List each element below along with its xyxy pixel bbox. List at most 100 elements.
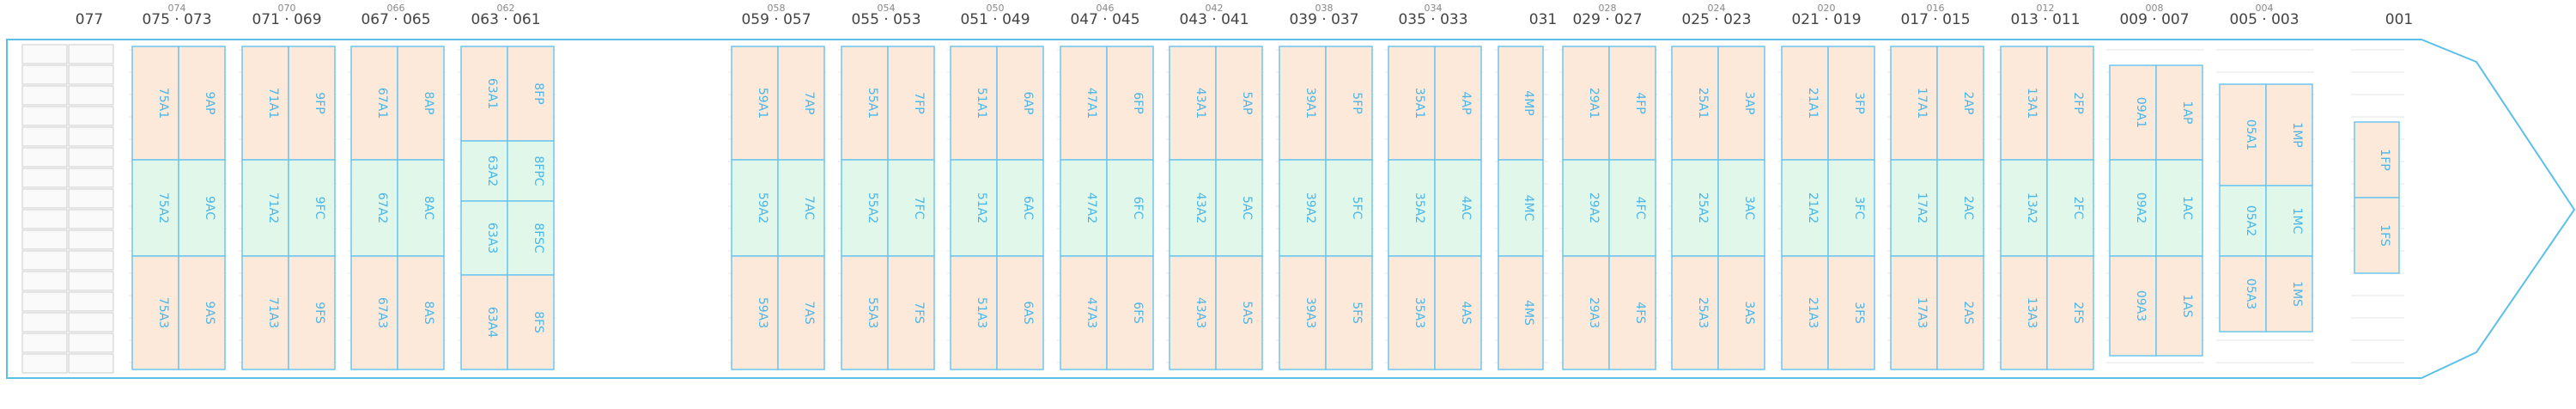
- stowage-slot[interactable]: [1562, 159, 1610, 257]
- stowage-slot[interactable]: [731, 46, 779, 161]
- stowage-slot[interactable]: [2265, 185, 2313, 257]
- stowage-slot[interactable]: [1215, 159, 1263, 257]
- stowage-slot[interactable]: [1169, 159, 1217, 257]
- stowage-slot[interactable]: [1279, 255, 1327, 370]
- stowage-slot[interactable]: [731, 255, 779, 370]
- stowage-slot[interactable]: [1936, 159, 1984, 257]
- stowage-slot[interactable]: [507, 200, 555, 276]
- stowage-slot[interactable]: [2046, 255, 2094, 370]
- stowage-slot[interactable]: [996, 159, 1044, 257]
- stowage-slot[interactable]: [996, 255, 1044, 370]
- stowage-slot[interactable]: [1106, 46, 1154, 161]
- stowage-slot[interactable]: [178, 255, 226, 370]
- stowage-slot[interactable]: [1608, 159, 1656, 257]
- stowage-slot[interactable]: [2219, 255, 2267, 333]
- stowage-slot[interactable]: [2109, 64, 2157, 161]
- stowage-slot[interactable]: [841, 159, 889, 257]
- stowage-slot[interactable]: [2109, 255, 2157, 357]
- stowage-slot[interactable]: [1325, 255, 1373, 370]
- stowage-slot[interactable]: [507, 274, 555, 370]
- stowage-slot[interactable]: [1827, 46, 1875, 161]
- stowage-slot[interactable]: [1781, 46, 1829, 161]
- stowage-slot[interactable]: [397, 159, 445, 257]
- stowage-slot[interactable]: [1936, 46, 1984, 161]
- stowage-slot[interactable]: [996, 46, 1044, 161]
- stowage-slot[interactable]: [350, 46, 398, 161]
- stowage-slot[interactable]: [2046, 159, 2094, 257]
- stowage-slot[interactable]: [1717, 255, 1765, 370]
- stowage-slot[interactable]: [1781, 159, 1829, 257]
- stowage-slot[interactable]: [1608, 255, 1656, 370]
- stowage-slot[interactable]: [1388, 46, 1436, 161]
- stowage-slot[interactable]: [1388, 159, 1436, 257]
- stowage-slot[interactable]: [1890, 255, 1938, 370]
- stowage-slot[interactable]: [1434, 255, 1482, 370]
- stowage-slot[interactable]: [777, 159, 825, 257]
- stowage-slot[interactable]: [1434, 46, 1482, 161]
- stowage-slot[interactable]: [887, 159, 935, 257]
- stowage-slot[interactable]: [1498, 159, 1544, 257]
- stowage-slot[interactable]: [1434, 159, 1482, 257]
- stowage-slot[interactable]: [178, 159, 226, 257]
- stowage-slot[interactable]: [1060, 46, 1108, 161]
- stowage-slot[interactable]: [950, 159, 998, 257]
- stowage-slot[interactable]: [1169, 46, 1217, 161]
- stowage-slot[interactable]: [2354, 121, 2400, 198]
- stowage-slot[interactable]: [1671, 159, 1719, 257]
- stowage-slot[interactable]: [288, 159, 336, 257]
- stowage-slot[interactable]: [2109, 159, 2157, 257]
- stowage-slot[interactable]: [1498, 46, 1544, 161]
- stowage-slot[interactable]: [1388, 255, 1436, 370]
- stowage-slot[interactable]: [1562, 46, 1610, 161]
- stowage-slot[interactable]: [131, 255, 179, 370]
- stowage-slot[interactable]: [841, 255, 889, 370]
- stowage-slot[interactable]: [1827, 255, 1875, 370]
- stowage-slot[interactable]: [1936, 255, 1984, 370]
- stowage-slot[interactable]: [1827, 159, 1875, 257]
- stowage-slot[interactable]: [1106, 255, 1154, 370]
- stowage-slot[interactable]: [841, 46, 889, 161]
- stowage-slot[interactable]: [1060, 255, 1108, 370]
- stowage-slot[interactable]: [1608, 46, 1656, 161]
- stowage-slot[interactable]: [950, 46, 998, 161]
- stowage-slot[interactable]: [1215, 46, 1263, 161]
- stowage-slot[interactable]: [2219, 83, 2267, 186]
- stowage-slot[interactable]: [288, 46, 336, 161]
- stowage-slot[interactable]: [1498, 255, 1544, 370]
- stowage-slot[interactable]: [887, 46, 935, 161]
- stowage-slot[interactable]: [2000, 255, 2048, 370]
- stowage-slot[interactable]: [1279, 46, 1327, 161]
- stowage-slot[interactable]: [1717, 46, 1765, 161]
- stowage-slot[interactable]: [1106, 159, 1154, 257]
- stowage-slot[interactable]: [2046, 46, 2094, 161]
- stowage-slot[interactable]: [1325, 159, 1373, 257]
- stowage-slot[interactable]: [2000, 159, 2048, 257]
- stowage-slot[interactable]: [460, 46, 508, 142]
- stowage-slot[interactable]: [1671, 255, 1719, 370]
- stowage-slot[interactable]: [777, 255, 825, 370]
- stowage-slot[interactable]: [131, 159, 179, 257]
- stowage-slot[interactable]: [887, 255, 935, 370]
- stowage-slot[interactable]: [2354, 197, 2400, 274]
- stowage-slot[interactable]: [397, 46, 445, 161]
- stowage-slot[interactable]: [1671, 46, 1719, 161]
- stowage-slot[interactable]: [1717, 159, 1765, 257]
- stowage-slot[interactable]: [397, 255, 445, 370]
- stowage-slot[interactable]: [950, 255, 998, 370]
- stowage-slot[interactable]: [241, 255, 289, 370]
- stowage-slot[interactable]: [2265, 83, 2313, 186]
- stowage-slot[interactable]: [1215, 255, 1263, 370]
- stowage-slot[interactable]: [2155, 64, 2203, 161]
- stowage-slot[interactable]: [1325, 46, 1373, 161]
- stowage-slot[interactable]: [460, 140, 508, 202]
- stowage-slot[interactable]: [178, 46, 226, 161]
- stowage-slot[interactable]: [1890, 159, 1938, 257]
- stowage-slot[interactable]: [2265, 255, 2313, 333]
- stowage-slot[interactable]: [241, 159, 289, 257]
- stowage-slot[interactable]: [350, 255, 398, 370]
- stowage-slot[interactable]: [460, 200, 508, 276]
- stowage-slot[interactable]: [1279, 159, 1327, 257]
- stowage-slot[interactable]: [288, 255, 336, 370]
- stowage-slot[interactable]: [507, 46, 555, 142]
- stowage-slot[interactable]: [2155, 255, 2203, 357]
